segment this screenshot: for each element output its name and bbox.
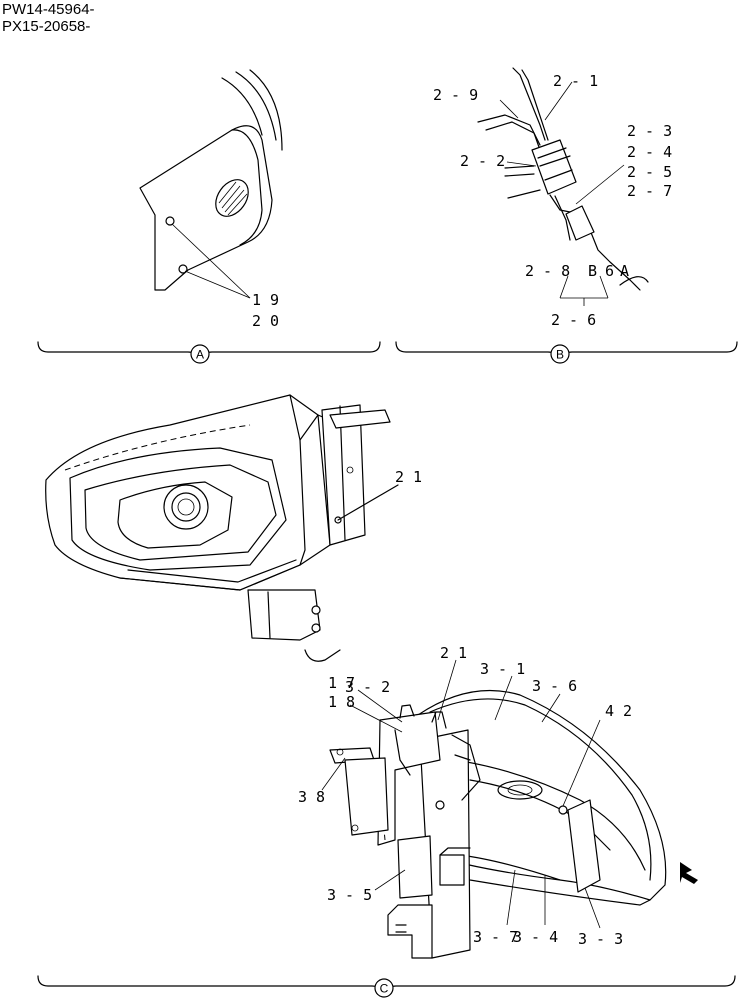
callout-21-main: 2 1 — [395, 468, 422, 486]
view-marker-c — [374, 978, 394, 998]
callout-2-6: 2 - 6 — [551, 311, 596, 329]
callout-2-2: 2 - 2 — [460, 152, 505, 170]
callout-2-8: 2 - 8 — [525, 262, 570, 280]
callout-3-4: 3 - 4 — [513, 928, 558, 946]
serial-range-2: PX15-20658- — [2, 18, 91, 35]
callout-18: 1 8 — [328, 693, 355, 711]
callout-42: 4 2 — [605, 702, 632, 720]
callout-3-6: 3 - 6 — [532, 677, 577, 695]
callout-3-3: 3 - 3 — [578, 930, 623, 948]
work-lamp-assembly: 2 1 — [45, 394, 422, 662]
view-marker-a-label: A — [196, 348, 204, 362]
bolt-19 — [165, 216, 175, 226]
direction-arrow-icon — [680, 862, 698, 884]
callout-2-4: 2 - 4 — [627, 143, 672, 161]
callout-20: 2 0 — [252, 312, 279, 330]
view-c-detail: 2 1 3 - 1 3 - 6 1 7 3 - 2 1 8 4 2 3 8 3 … — [37, 644, 736, 998]
callout-3-2: 3 - 2 — [345, 678, 390, 696]
callout-3-7: 3 - 7 — [473, 928, 518, 946]
callout-b-letter: B — [588, 262, 597, 280]
callout-2-7: 2 - 7 — [627, 182, 672, 200]
view-a-detail: 1 9 2 0 A — [37, 69, 381, 364]
callout-17: 1 7 — [328, 674, 355, 692]
callout-3-1: 3 - 1 — [480, 660, 525, 678]
bolt-20 — [178, 264, 188, 274]
callout-38: 3 8 — [298, 788, 325, 806]
callout-19: 1 9 — [252, 291, 279, 309]
callout-3-5: 3 - 5 — [327, 886, 372, 904]
view-marker-b-label: B — [556, 348, 564, 362]
view-marker-c-label: C — [380, 982, 389, 996]
callout-6: 6 — [605, 262, 614, 280]
callout-2-5: 2 - 5 — [627, 163, 672, 181]
callout-21-c: 2 1 — [440, 644, 467, 662]
callout-2-1: 2 - 1 — [553, 72, 598, 90]
view-marker-b — [550, 344, 570, 364]
callout-a-letter: A — [620, 262, 629, 280]
callout-2-9: 2 - 9 — [433, 86, 478, 104]
view-b-detail: 2 - 1 2 - 9 2 - 3 2 - 4 2 - 2 2 - 5 2 - … — [395, 67, 738, 364]
serial-range-1: PW14-45964- — [2, 1, 95, 18]
callout-2-3: 2 - 3 — [627, 122, 672, 140]
view-marker-a — [190, 344, 210, 364]
connector-2-2 — [531, 139, 577, 195]
